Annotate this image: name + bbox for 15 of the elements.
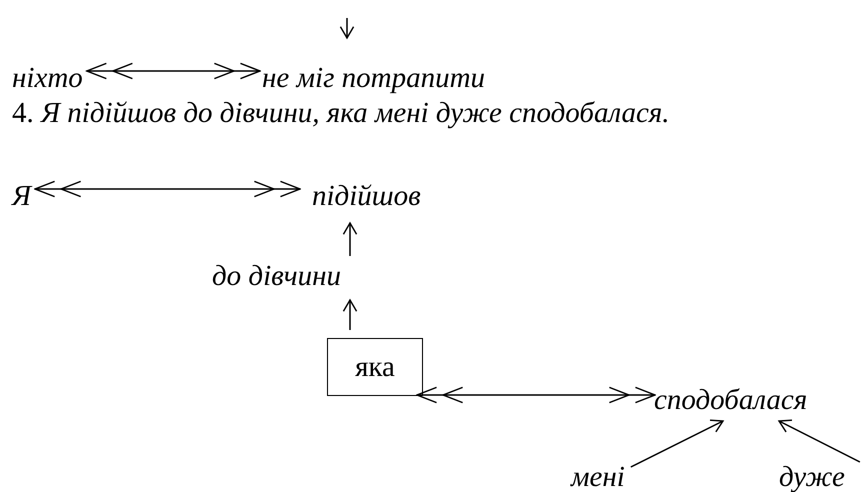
arrow	[340, 18, 354, 39]
arrow	[342, 222, 358, 256]
word-text: сподобалася	[654, 386, 808, 415]
word-text: підійшов	[312, 182, 421, 211]
word-text: не міг потрапити	[262, 64, 486, 93]
word-text: мені	[571, 463, 625, 492]
sentence-text: 4. Я підійшов до дівчини, яка мені дуже сподобалася.	[12, 99, 670, 128]
arrow	[342, 299, 358, 330]
arrow	[630, 419, 724, 468]
word-text: Я	[12, 182, 32, 211]
word-text: до дівчини	[212, 262, 341, 291]
word-text: дуже	[779, 463, 845, 492]
arrow	[778, 420, 860, 463]
word-text: ніхто	[12, 64, 83, 93]
word-box: яка	[327, 338, 423, 396]
